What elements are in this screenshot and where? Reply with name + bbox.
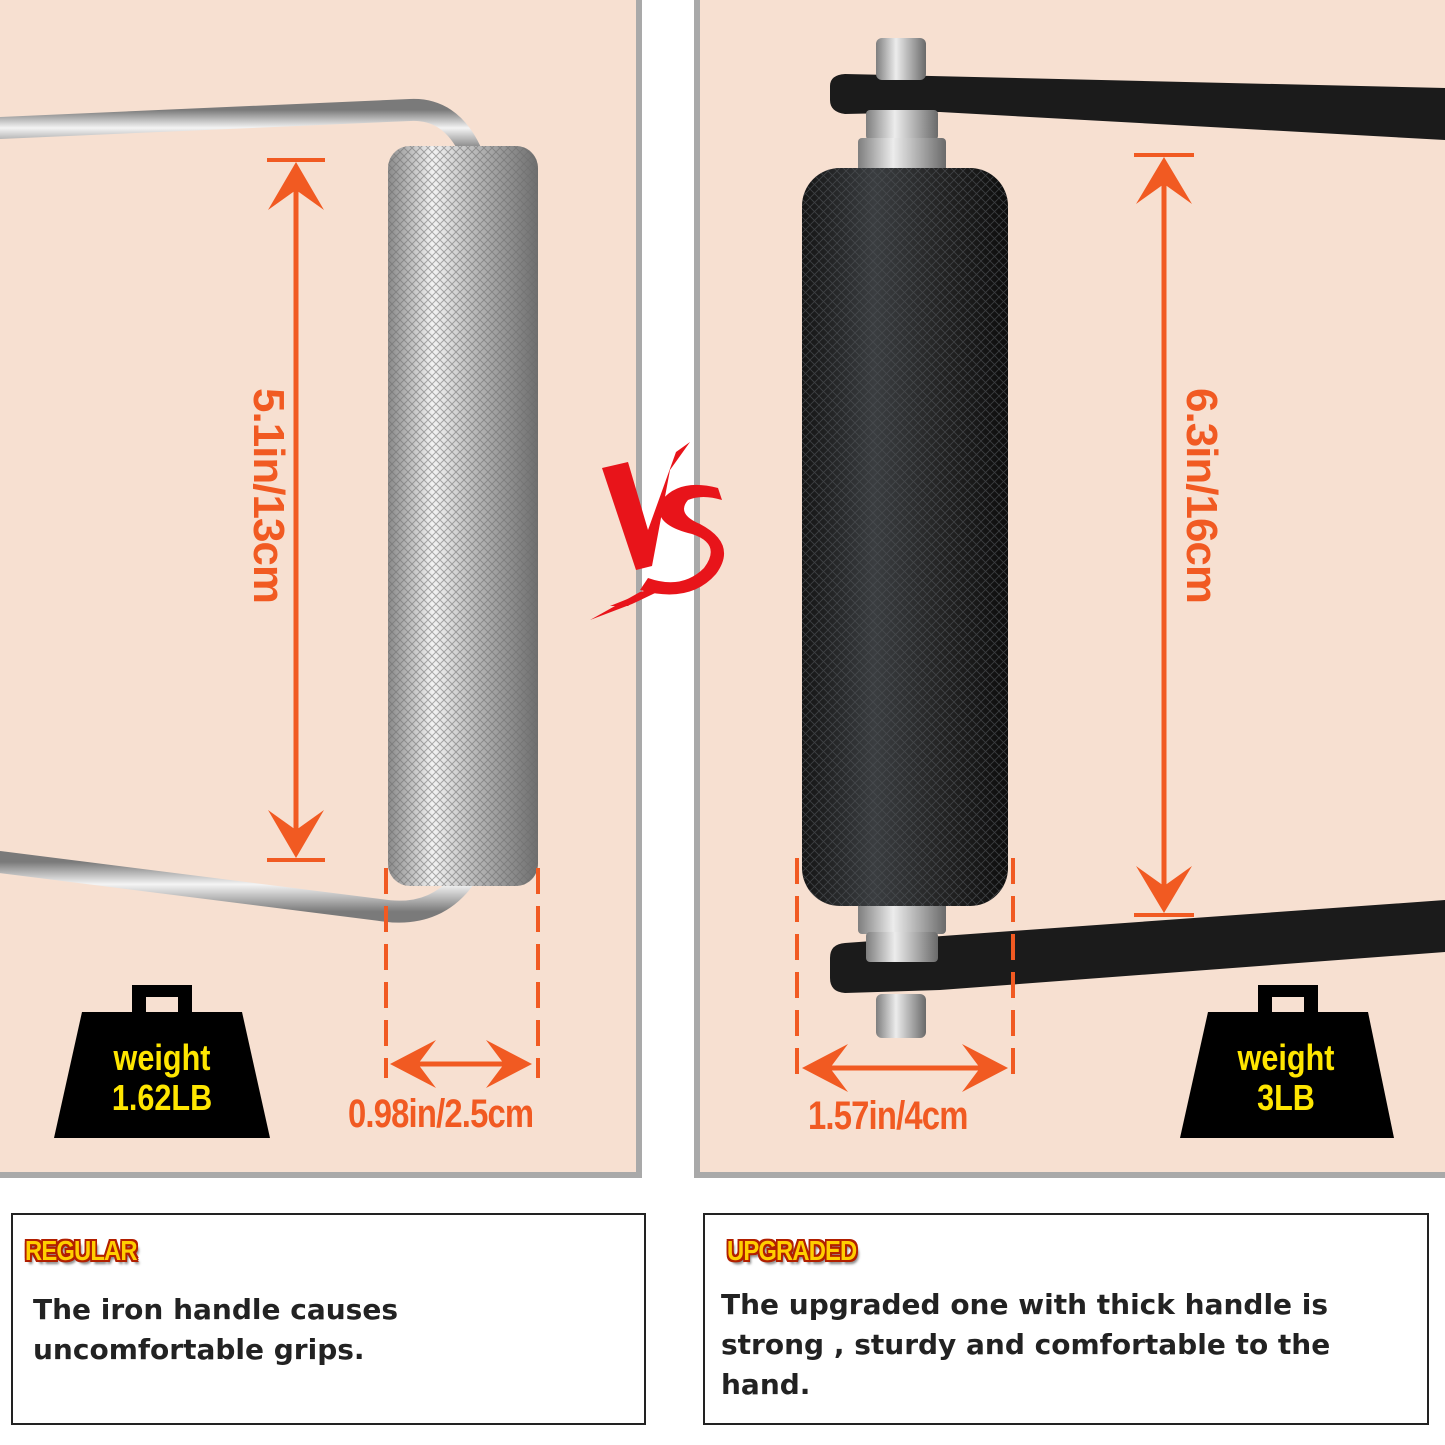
width-label-right: 1.57in/4cm — [808, 1094, 968, 1138]
weight-word-left: weight — [113, 1037, 211, 1078]
weight-word-right: weight — [1237, 1037, 1335, 1078]
length-dimension-left — [267, 158, 325, 862]
length-label-left: 5.1in/13cm — [244, 388, 293, 604]
weight-value-left: 1.62LB — [111, 1077, 213, 1118]
weight-icon-right — [1180, 985, 1394, 1138]
width-label-left: 0.98in/2.5cm — [348, 1092, 534, 1136]
regular-badge: REGULAR — [25, 1235, 138, 1266]
regular-description: The iron handle causes uncomfortable gri… — [33, 1293, 398, 1366]
upgraded-description-box: UPGRADED The upgraded one with thick han… — [703, 1213, 1429, 1425]
weight-icon-left — [54, 985, 270, 1138]
weight-value-right: 3LB — [1257, 1077, 1315, 1118]
black-steel-frame — [830, 74, 1445, 993]
knurled-steel-grip — [388, 146, 538, 886]
knurled-black-grip — [802, 168, 1008, 906]
upgraded-badge: UPGRADED — [727, 1235, 857, 1266]
regular-description-box: REGULAR The iron handle causes uncomfort… — [11, 1213, 646, 1425]
length-label-right: 6.3in/16cm — [1177, 388, 1226, 604]
illustration-layer — [0, 38, 1445, 1138]
weight-label-left: weight 1.62LB — [103, 1038, 222, 1118]
weight-label-right: weight 3LB — [1227, 1038, 1346, 1118]
length-dimension-right — [1134, 153, 1194, 917]
width-dimension-right — [795, 858, 1015, 1092]
width-dimension-left — [384, 868, 540, 1088]
upgraded-description: The upgraded one with thick handle is st… — [721, 1288, 1331, 1401]
vs-brush-icon — [590, 442, 725, 620]
